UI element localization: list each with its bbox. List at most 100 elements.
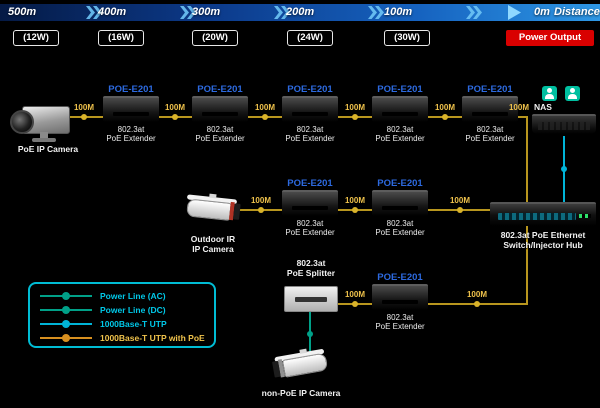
link-node (81, 114, 87, 120)
extender-caption: 802.3at PoE Extender (285, 125, 335, 143)
link-distance-label: 100M (73, 103, 94, 112)
camera-lens-icon (10, 110, 34, 134)
legend-item-power-dc: Power Line (DC) (30, 304, 214, 316)
outdoor-camera-label: Outdoor IR IP Camera (190, 234, 236, 254)
extender-device (372, 190, 428, 216)
link-distance-label: 100M (344, 196, 365, 205)
link-node (307, 331, 313, 337)
extender-caption: 802.3at PoE Extender (106, 125, 156, 143)
link-node (352, 207, 358, 213)
poe-extender-1: POE-E201 802.3at PoE Extender (103, 84, 159, 143)
camera-mount (209, 193, 217, 199)
extender-device (103, 96, 159, 122)
extender-model-label: POE-E201 (108, 84, 154, 95)
link-distance-label: 100M (508, 103, 529, 112)
power-output-12w: (12W) (13, 30, 59, 46)
extender-model-label: POE-E201 (467, 84, 513, 95)
extender-model-label: POE-E201 (377, 178, 423, 189)
distance-banner: 500m 400m 300m 200m 100m 0m Distance (0, 4, 600, 21)
link-node (172, 114, 178, 120)
extender-caption: 802.3at PoE Extender (375, 219, 425, 237)
extender-front-slot (382, 300, 418, 304)
distance-axis-label: Distance (554, 6, 600, 18)
user-torso-icon (545, 94, 554, 99)
utp-poe-link-row1-drop (526, 116, 528, 204)
power-output-24w: (24W) (287, 30, 333, 46)
distance-300m: 300m (192, 6, 221, 18)
chevron-icon (466, 6, 475, 19)
extender-front-slot (382, 112, 418, 116)
poe-extender-8: POE-E201 802.3at PoE Extender (372, 272, 428, 331)
switch-label: 802.3at PoE Ethernet Switch/Injector Hub (500, 230, 586, 250)
splitter-port-slot (295, 297, 327, 302)
distance-500m: 500m (8, 6, 37, 18)
link-distance-label: 100M (434, 103, 455, 112)
camera-base (32, 138, 56, 142)
extender-caption: 802.3at PoE Extender (285, 219, 335, 237)
link-node (457, 207, 463, 213)
non-poe-ip-camera (270, 345, 330, 384)
arrow-right-icon (508, 5, 521, 20)
link-node (352, 114, 358, 120)
link-node (262, 114, 268, 120)
poe-extender-7: POE-E201 802.3at PoE Extender (372, 178, 428, 237)
distance-0m: 0m (534, 6, 550, 18)
legend: Power Line (AC) Power Line (DC) 1000Base… (28, 282, 216, 348)
extender-model-label: POE-E201 (287, 178, 333, 189)
extender-device (192, 96, 248, 122)
poe-extender-6: POE-E201 802.3at PoE Extender (282, 178, 338, 237)
extender-caption: 802.3at PoE Extender (195, 125, 245, 143)
extender-front-slot (113, 112, 149, 116)
poe-splitter-label: 802.3at PoE Splitter (286, 258, 336, 278)
power-output-16w: (16W) (98, 30, 144, 46)
distance-400m: 400m (98, 6, 127, 18)
camera-lens-icon (233, 203, 241, 220)
link-distance-label: 100M (466, 290, 487, 299)
poe-extender-2: POE-E201 802.3at PoE Extender (192, 84, 248, 143)
extender-front-slot (292, 206, 328, 210)
extender-device (282, 96, 338, 122)
extender-caption: 802.3at PoE Extender (465, 125, 515, 143)
line-node-icon (62, 320, 70, 328)
non-poe-camera-label: non-PoE IP Camera (261, 388, 341, 398)
extender-front-slot (472, 112, 508, 116)
poe-extender-5: POE-E201 802.3at PoE Extender (462, 84, 518, 143)
extender-front-slot (202, 112, 238, 116)
legend-item-utp-poe: 1000Base-T UTP with PoE (30, 332, 214, 344)
camera-stand (40, 132, 48, 139)
link-distance-label: 100M (254, 103, 275, 112)
link-node (474, 301, 480, 307)
nas-keyboard (538, 122, 590, 130)
link-node (561, 166, 567, 172)
extender-device (462, 96, 518, 122)
chevron-icon (368, 6, 377, 19)
extender-caption: 802.3at PoE Extender (375, 125, 425, 143)
nas-device (532, 114, 596, 134)
chevron-icon (86, 6, 95, 19)
extender-model-label: POE-E201 (197, 84, 243, 95)
poe-extender-4: POE-E201 802.3at PoE Extender (372, 84, 428, 143)
link-node (258, 207, 264, 213)
utp-poe-link-row3-riser (526, 226, 528, 305)
user-torso-icon (568, 94, 577, 99)
switch-leds-icon (579, 214, 591, 218)
link-distance-label: 100M (344, 290, 365, 299)
power-output-badge: Power Output (506, 30, 594, 46)
chevron-icon (274, 6, 283, 19)
extender-device (282, 190, 338, 216)
poe-extender-3: POE-E201 802.3at PoE Extender (282, 84, 338, 143)
line-node-icon (62, 292, 70, 300)
link-distance-label: 100M (449, 196, 470, 205)
legend-item-utp: 1000Base-T UTP (30, 318, 214, 330)
utp-poe-link-row2 (238, 209, 492, 211)
power-output-20w: (20W) (192, 30, 238, 46)
extender-device (372, 284, 428, 310)
link-distance-label: 100M (344, 103, 365, 112)
outdoor-ir-ip-camera (183, 191, 242, 227)
switch-ports (498, 213, 576, 220)
power-output-30w: (30W) (384, 30, 430, 46)
poe-switch-device (490, 202, 596, 226)
poe-ip-camera (8, 100, 88, 144)
user-head-icon (570, 88, 575, 93)
